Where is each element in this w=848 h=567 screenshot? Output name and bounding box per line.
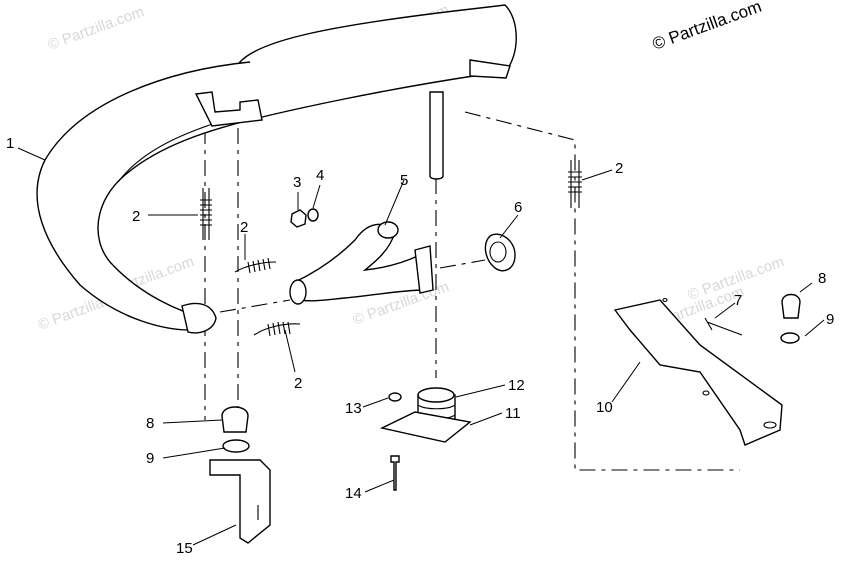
screw [390,455,400,491]
tailpipe-rod [429,91,444,180]
y-pipe [289,221,434,305]
support-bracket [613,297,783,446]
muffler [36,4,517,334]
callout-4: 4 [316,167,324,184]
spring-left [200,188,212,240]
callout-13: 13 [345,400,362,417]
callout-15: 15 [176,540,193,557]
callout-2: 2 [294,375,302,392]
callout-14: 14 [345,485,362,502]
callout-11: 11 [505,405,521,422]
callout-6: 6 [514,199,522,216]
spring-center-upper [234,257,277,274]
rubber-bumper-left [221,406,250,453]
rubber-bumper-right [780,293,801,344]
exhaust-gasket [484,233,516,272]
nut [290,209,307,228]
callout-8: 8 [818,270,826,287]
washer [307,208,319,222]
callout-5: 5 [400,172,408,189]
callout-8: 8 [146,415,154,432]
cable-clip [704,317,743,336]
lock-washer [388,392,402,402]
mounting-bracket [209,459,271,544]
mount-plate [379,411,472,443]
callout-labels: 1 2 2 2 2 3 4 5 6 7 8 8 9 9 10 11 12 13 … [6,135,834,557]
callout-2: 2 [240,219,248,236]
watermark: © Partzilla.com [46,3,147,54]
assembly-lines [204,111,740,471]
spring-right [568,160,582,208]
leader-lines [17,147,825,546]
callout-10: 10 [596,399,613,416]
callout-3: 3 [293,174,301,191]
callout-1: 1 [6,135,14,152]
callout-9: 9 [826,311,834,328]
callout-12: 12 [508,377,525,394]
spring-center-lower [253,321,301,337]
callout-2: 2 [132,208,140,225]
copyright-label: © Partzilla.com [650,0,764,54]
callout-7: 7 [734,292,742,309]
callout-9: 9 [146,450,154,467]
callout-2: 2 [615,160,623,177]
